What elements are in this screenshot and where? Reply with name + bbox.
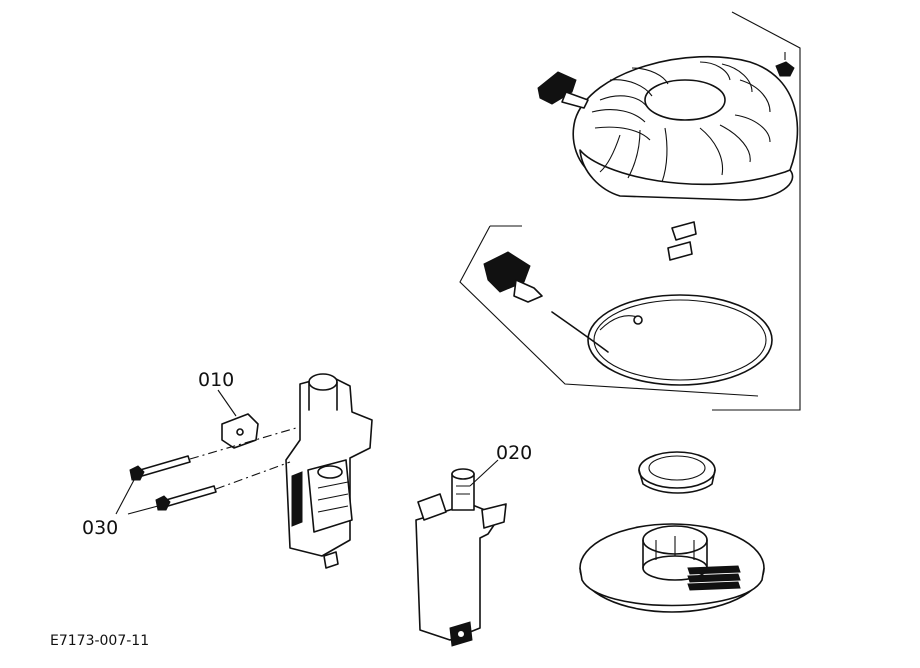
recoil-starter-group: [459, 11, 801, 411]
leader-010: [217, 389, 237, 417]
pawl-icon: [667, 221, 697, 261]
leader-030-b: [127, 505, 159, 515]
flywheel-group: [579, 451, 765, 613]
drive-cup-icon: [638, 451, 716, 494]
figure-code: E7173-007-11: [50, 633, 149, 649]
starter-rope-icon: [551, 294, 773, 386]
flywheel-screen-icon: [579, 523, 765, 613]
callout-010: 010: [198, 369, 234, 391]
starter-motor-020-group: [415, 468, 507, 647]
leader-020: [469, 459, 499, 487]
bracket-icon: [221, 413, 259, 449]
callout-020: 020: [496, 442, 532, 464]
nut-icon: [775, 52, 795, 77]
bolt-icon: [129, 455, 217, 511]
leader-030-a: [115, 479, 135, 515]
starter-motor-icon: [285, 373, 373, 569]
starter-motor-left-group: [129, 373, 373, 569]
starter-motor-020-icon: [415, 468, 507, 647]
starter-handle-icon: [483, 251, 543, 303]
callout-030: 030: [82, 517, 118, 539]
recoil-starter-icon: [537, 55, 799, 201]
